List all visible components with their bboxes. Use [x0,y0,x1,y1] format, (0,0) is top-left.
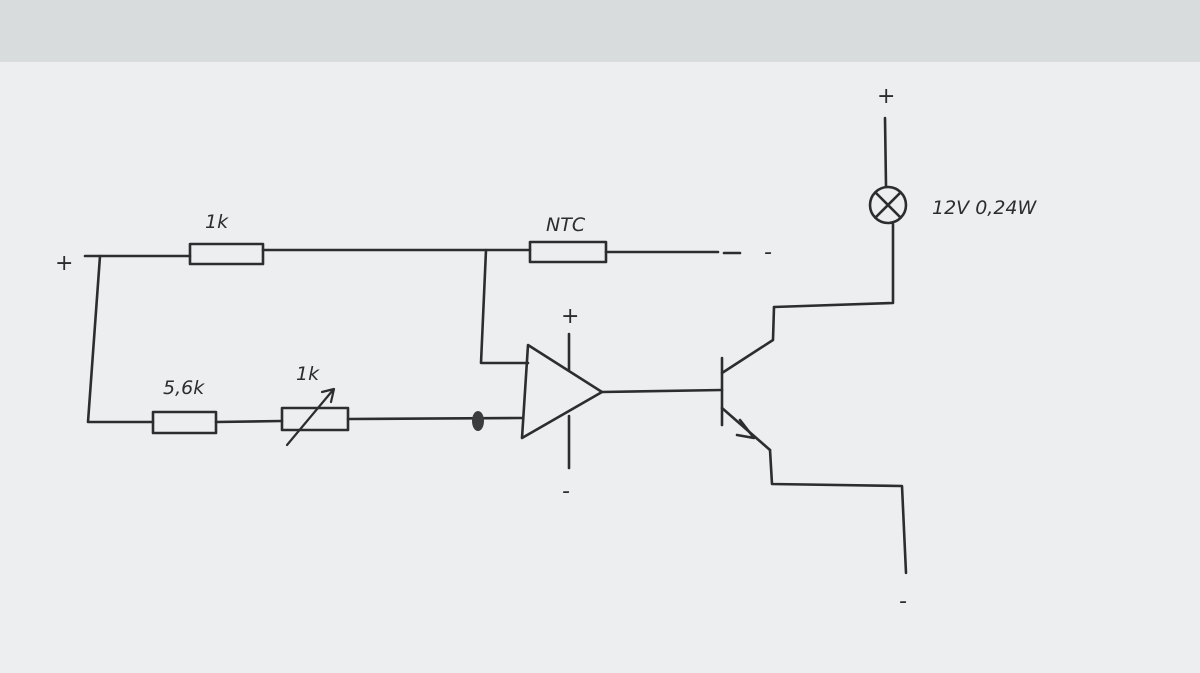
terminal-input-plus: + [55,251,73,276]
paper-sheet [0,62,1200,673]
label-lamp: 12V 0,24W [932,197,1038,219]
pot-arrow-shaft [285,388,335,447]
label-r1: 1k [205,211,229,233]
wire-pot-to-opamp [346,416,524,421]
wire-lamp-supply [883,116,888,188]
lamp-cross [874,191,902,219]
paper-top-edge [0,0,1200,62]
wire-collector-to-lamp [772,222,895,309]
wire-divider-to-opamp [479,248,530,365]
wire-input-left-down [86,254,155,424]
terminal-lamp-plus: + [877,84,895,109]
wire-opamp-to-base [600,388,724,394]
pot-arrow-head [320,387,336,404]
ink-blot [472,411,484,431]
label-pot: 1k [296,363,320,385]
lamp [868,185,908,225]
terminal-opamp-minus: - [562,479,570,504]
resistor-r1 [188,242,265,266]
label-ntc: NTC [546,214,586,236]
terminal-emitter-minus: - [899,589,907,614]
terminal-opamp-plus: + [561,304,579,329]
opamp-triangle [520,343,604,440]
transistor-collector [720,305,776,375]
transistor-emitter-arrow [735,418,756,440]
wire-r2-to-pot [214,419,284,424]
wire-emitter-to-ground [768,448,908,575]
terminal-ntc-minus: - [764,240,772,265]
label-r2: 5,6k [163,377,205,399]
